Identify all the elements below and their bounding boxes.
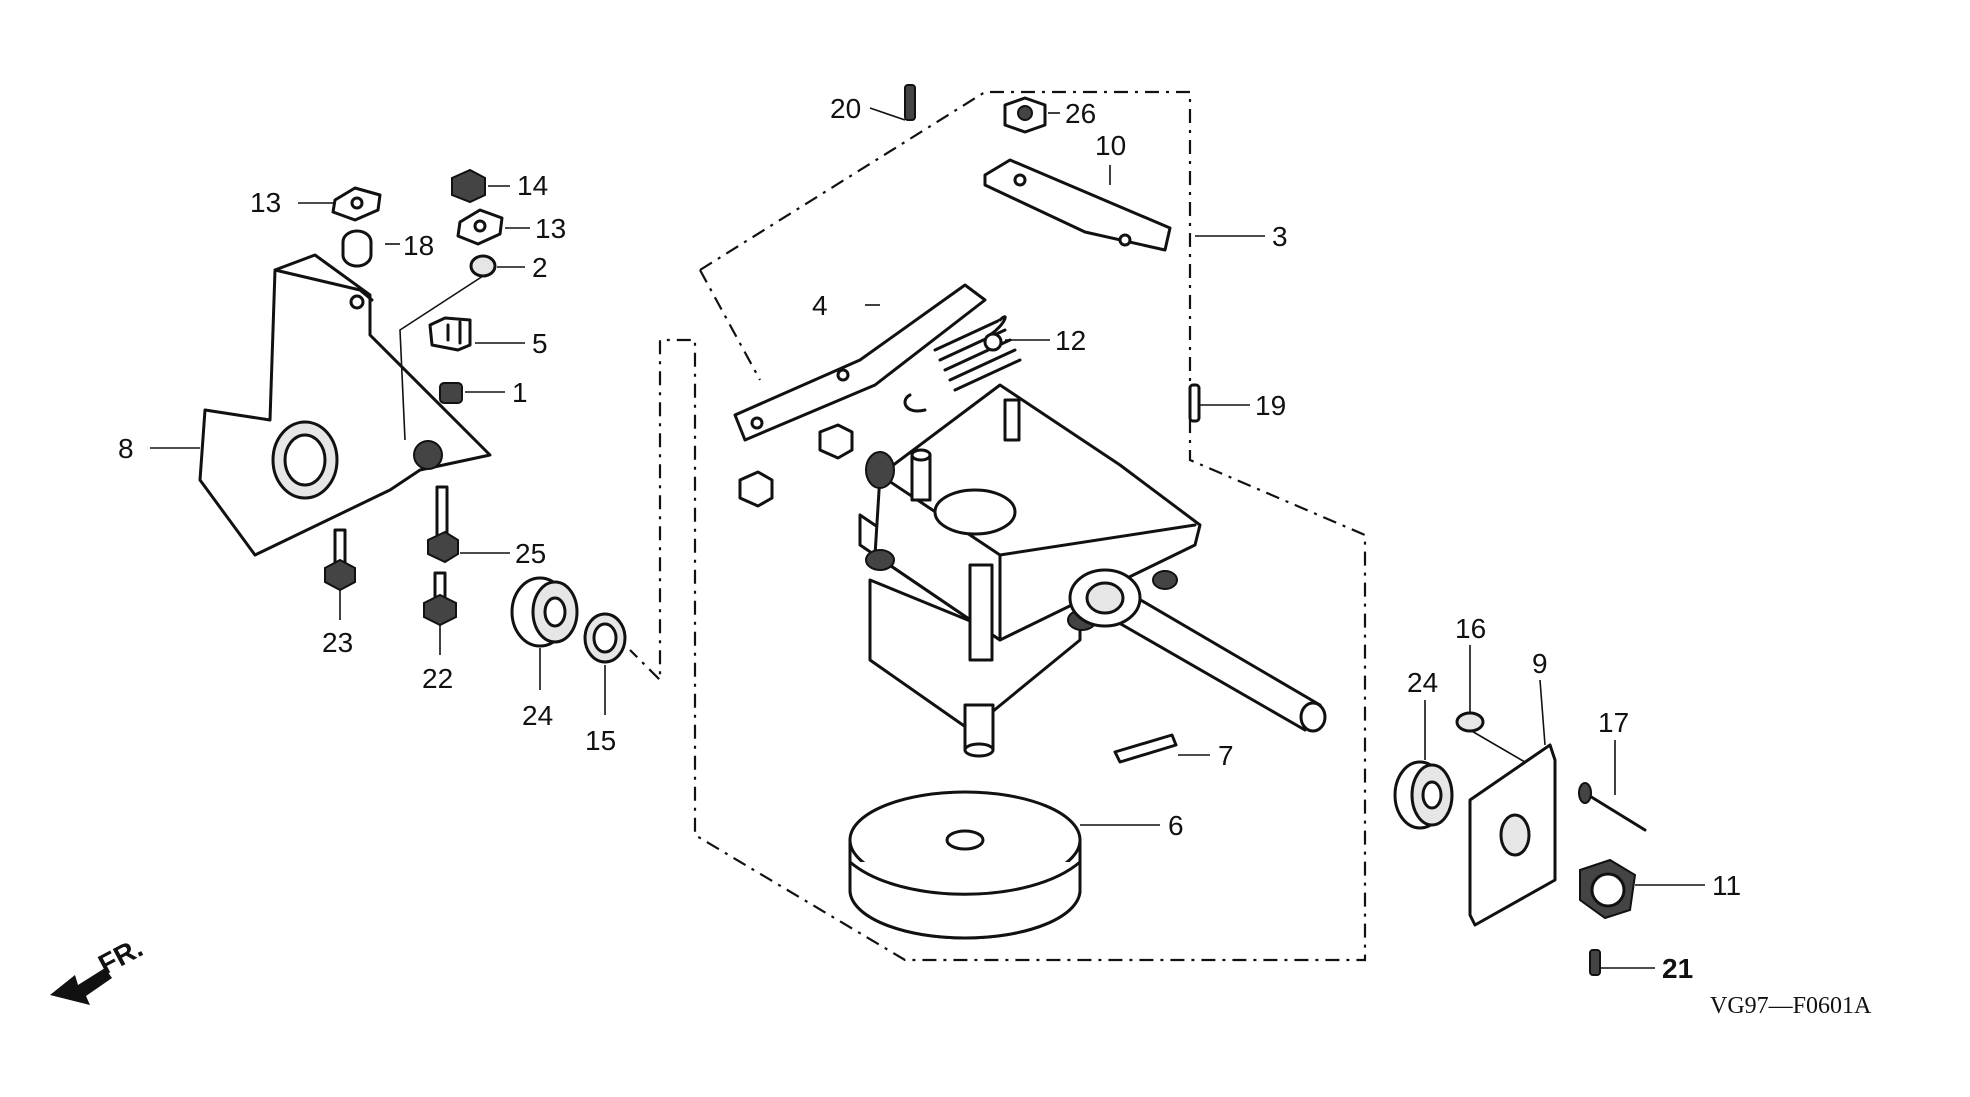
gearbox-housing [858,383,1327,758]
callout-22: 22 [422,663,453,694]
callout-20: 20 [830,93,861,124]
assembly-boundary [629,90,1367,962]
callout-25: 25 [515,538,546,569]
callout-14: 14 [517,170,548,201]
callout-7: 7 [1218,740,1234,771]
callout-19: 19 [1255,390,1286,421]
key-and-pulley [848,733,1178,940]
leader-lines [150,107,1705,969]
callout-1: 1 [512,377,528,408]
bolts-left [324,485,459,627]
drawing-code: VG97—F0601A [1710,993,1872,1019]
right-side-parts [1393,711,1647,976]
callout-10: 10 [1095,130,1126,161]
callout-26: 26 [1065,98,1096,129]
callout-8: 8 [118,433,134,464]
callout-9: 9 [1532,648,1548,679]
callout-11: 11 [1712,870,1741,901]
callout-5: 5 [532,328,548,359]
callout-24: 24 [522,700,553,731]
callout-15: 15 [585,725,616,756]
callout-6: 6 [1168,810,1184,841]
callout-13: 13 [250,187,281,218]
callout-4: 4 [812,290,828,321]
callout-13: 13 [535,213,566,244]
callout-16: 16 [1455,613,1486,644]
callout-18: 18 [403,230,434,261]
callout-21: 21 [1662,953,1693,984]
levers-and-spring [733,84,1201,508]
callout-2: 2 [532,252,548,283]
callout-23: 23 [322,627,353,658]
bearing-seal-left [510,576,627,664]
front-direction-arrow-icon: FR. [50,932,148,1005]
callout-labels: 13 18 14 13 2 5 1 8 25 23 22 24 15 20 26… [118,93,1741,984]
callout-12: 12 [1055,325,1086,356]
callout-3: 3 [1272,221,1288,252]
bracket-part-8 [198,253,492,557]
callout-24: 24 [1407,667,1438,698]
callout-17: 17 [1598,707,1629,738]
small-hardware-left [331,168,504,441]
